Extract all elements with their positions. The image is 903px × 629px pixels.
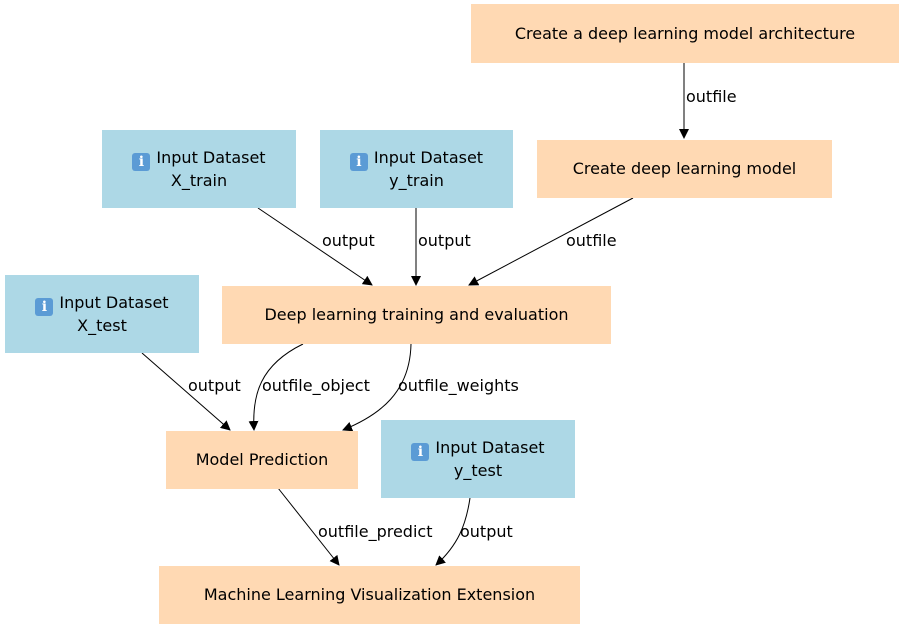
edge-label: outfile_object (262, 376, 370, 396)
node-label: Create a deep learning model architectur… (514, 23, 856, 43)
node-label: Create deep learning model (572, 159, 797, 178)
edge-predict-to-viz (277, 487, 340, 566)
node-input-x-train[interactable]: i Input Dataset X_train (102, 130, 296, 208)
edge-label: output (188, 376, 241, 395)
node-input-y-test[interactable]: i Input Dataset y_test (381, 420, 575, 498)
node-ml-visualization[interactable]: Machine Learning Visualization Extension (159, 566, 580, 624)
dataset-name: X_train (170, 170, 228, 190)
edge-train-eval-to-predict-object (248, 343, 304, 431)
edge-label: outfile_weights (398, 376, 519, 396)
dataset-name: y_test (453, 460, 503, 480)
edge-label: output (460, 522, 513, 541)
edge-label: outfile (566, 231, 617, 250)
edge-label: output (418, 231, 471, 250)
node-input-y-train[interactable]: i Input Dataset y_train (320, 130, 513, 208)
info-icon: i (132, 152, 151, 171)
edge-x-train-to-train-eval (257, 207, 373, 286)
node-label: Model Prediction (195, 450, 329, 469)
edge-y-test-to-viz (435, 497, 471, 566)
info-icon: i (411, 442, 430, 461)
node-create-model[interactable]: Create deep learning model (537, 140, 832, 198)
node-create-architecture[interactable]: Create a deep learning model architectur… (471, 4, 899, 63)
edge-label: outfile (686, 87, 737, 106)
edge-train-eval-to-predict-weights (342, 343, 412, 432)
edge-x-test-to-predict (141, 352, 231, 431)
node-title: Input Dataset (373, 147, 484, 167)
node-label: Deep learning training and evaluation (264, 305, 569, 324)
node-title: Input Dataset (59, 292, 169, 312)
edge-label: outfile_predict (318, 522, 432, 542)
node-title: Input Dataset (435, 437, 545, 457)
dataset-name: y_train (389, 170, 444, 190)
node-input-x-test[interactable]: i Input Dataset X_test (5, 275, 199, 353)
node-title: Input Dataset (156, 147, 266, 167)
node-label: Machine Learning Visualization Extension (203, 585, 536, 604)
dataset-name: X_test (77, 315, 127, 335)
edge-create-model-to-train-eval (468, 197, 634, 286)
edge-label: output (322, 231, 375, 250)
info-icon: i (349, 152, 368, 171)
node-model-prediction[interactable]: Model Prediction (166, 431, 358, 489)
node-training-evaluation[interactable]: Deep learning training and evaluation (222, 286, 611, 344)
info-icon: i (35, 297, 54, 316)
